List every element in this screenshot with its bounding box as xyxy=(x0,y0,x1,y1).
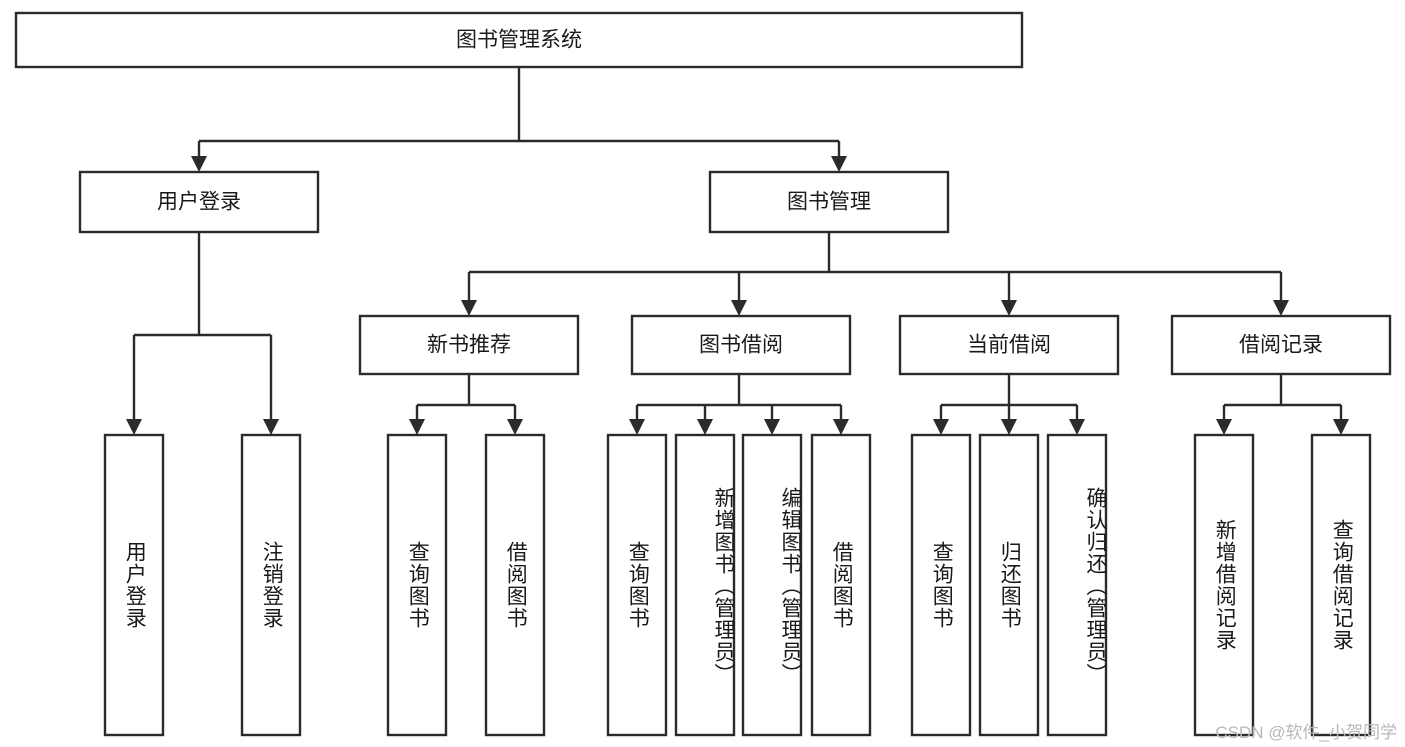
node-leaf-borrow-book-2[interactable] xyxy=(810,433,872,737)
connector-root-to-level2 xyxy=(191,67,847,172)
connector-book-manage-to-level3 xyxy=(461,232,1289,316)
node-leaf-edit-book[interactable] xyxy=(741,433,803,737)
node-leaf-query-book-3[interactable] xyxy=(910,433,972,737)
node-leaf-add-book[interactable] xyxy=(674,433,736,737)
node-current-borrow[interactable]: 当前借阅 xyxy=(898,314,1120,376)
node-root-label: 图书管理系统 xyxy=(456,29,582,52)
node-book-manage[interactable]: 图书管理 xyxy=(708,170,950,234)
node-book-borrow-label: 图书借阅 xyxy=(699,334,783,357)
connector-book-borrow-to-leaves xyxy=(629,374,849,435)
node-leaf-logout-login[interactable] xyxy=(240,433,302,737)
watermark-text: CSDN @软件_小贺同学 xyxy=(1215,723,1397,742)
connector-new-book-to-leaves xyxy=(409,374,523,435)
arrow-to-user-login xyxy=(191,156,207,172)
connector-user-login-to-leaves xyxy=(126,232,279,435)
connector-borrow-record-to-leaves xyxy=(1216,374,1349,435)
connector-current-borrow-to-leaves xyxy=(933,374,1085,435)
node-leaf-query-book-2[interactable] xyxy=(606,433,668,737)
node-leaf-confirm-return[interactable] xyxy=(1046,433,1108,737)
node-new-book-recommend[interactable]: 新书推荐 xyxy=(358,314,580,376)
node-leaf-query-record[interactable] xyxy=(1310,433,1372,737)
node-leaf-add-record[interactable] xyxy=(1193,433,1255,737)
node-borrow-record[interactable]: 借阅记录 xyxy=(1170,314,1392,376)
node-root[interactable]: 图书管理系统 xyxy=(14,11,1024,69)
arrow-to-book-manage xyxy=(831,156,847,172)
node-borrow-record-label: 借阅记录 xyxy=(1239,334,1323,357)
node-leaf-user-login[interactable] xyxy=(103,433,165,737)
node-new-book-recommend-label: 新书推荐 xyxy=(427,334,511,357)
node-book-borrow[interactable]: 图书借阅 xyxy=(630,314,852,376)
node-book-manage-label: 图书管理 xyxy=(787,191,871,214)
node-current-borrow-label: 当前借阅 xyxy=(967,334,1051,357)
node-user-login-label: 用户登录 xyxy=(157,191,241,214)
node-leaf-borrow-book-1[interactable] xyxy=(484,433,546,737)
node-user-login[interactable]: 用户登录 xyxy=(78,170,320,234)
node-leaf-query-book-1[interactable] xyxy=(386,433,448,737)
node-leaf-return-book[interactable] xyxy=(978,433,1040,737)
